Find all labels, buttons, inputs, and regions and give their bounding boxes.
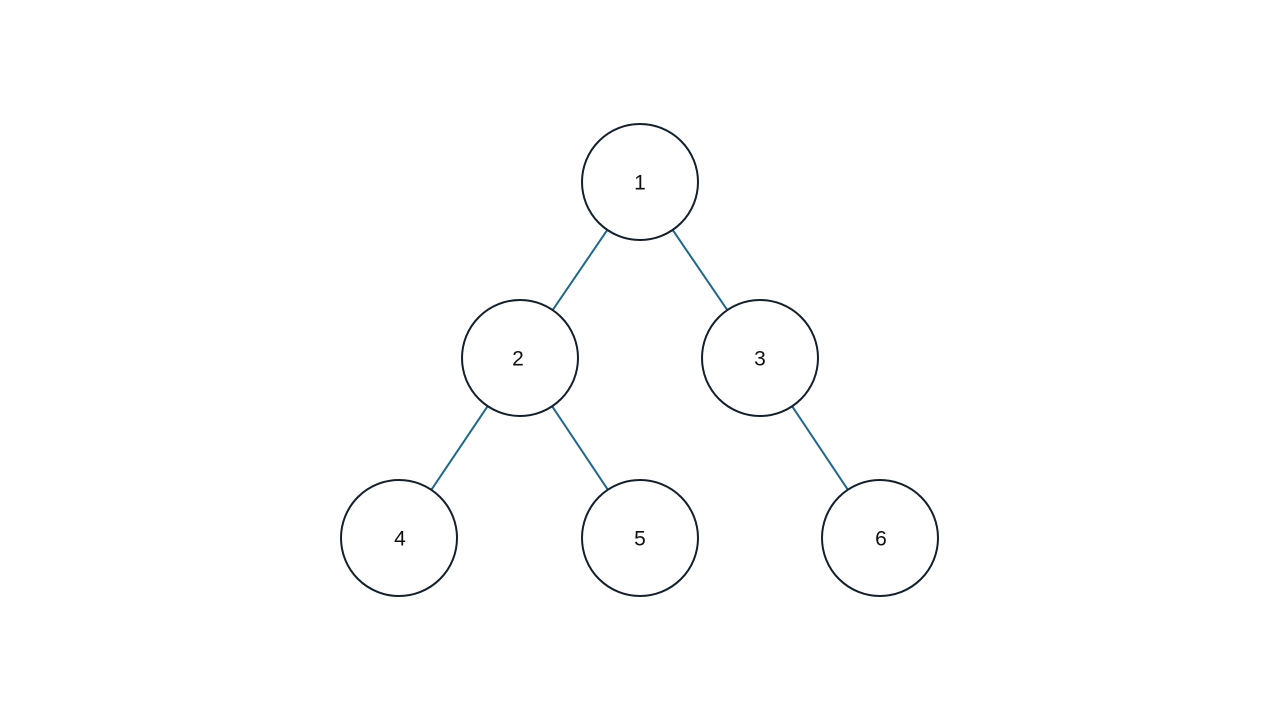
tree-node-1[interactable]: 1 [581, 123, 699, 241]
nodes-layer: 1 2 3 4 5 6 [340, 123, 939, 597]
tree-edge-1-2 [551, 228, 609, 312]
node-circle-3[interactable] [701, 299, 819, 417]
node-label-5: 5 [634, 528, 646, 551]
tree-edge-2-4 [430, 405, 489, 491]
tree-node-2[interactable]: 2 [461, 299, 579, 417]
node-label-4: 4 [394, 528, 406, 551]
node-circle-1[interactable] [581, 123, 699, 241]
node-label-1: 1 [634, 172, 646, 195]
tree-node-3[interactable]: 3 [701, 299, 819, 417]
edges-layer [430, 228, 849, 491]
node-circle-4[interactable] [340, 479, 458, 597]
node-label-6: 6 [875, 528, 887, 551]
node-label-2: 2 [512, 348, 524, 371]
node-label-3: 3 [754, 348, 766, 371]
tree-node-6[interactable]: 6 [821, 479, 939, 597]
node-circle-6[interactable] [821, 479, 939, 597]
tree-edge-2-5 [551, 405, 609, 491]
tree-node-4[interactable]: 4 [340, 479, 458, 597]
tree-node-5[interactable]: 5 [581, 479, 699, 597]
node-circle-2[interactable] [461, 299, 579, 417]
tree-edge-1-3 [671, 228, 729, 312]
node-circle-5[interactable] [581, 479, 699, 597]
tree-edge-3-6 [791, 405, 849, 491]
